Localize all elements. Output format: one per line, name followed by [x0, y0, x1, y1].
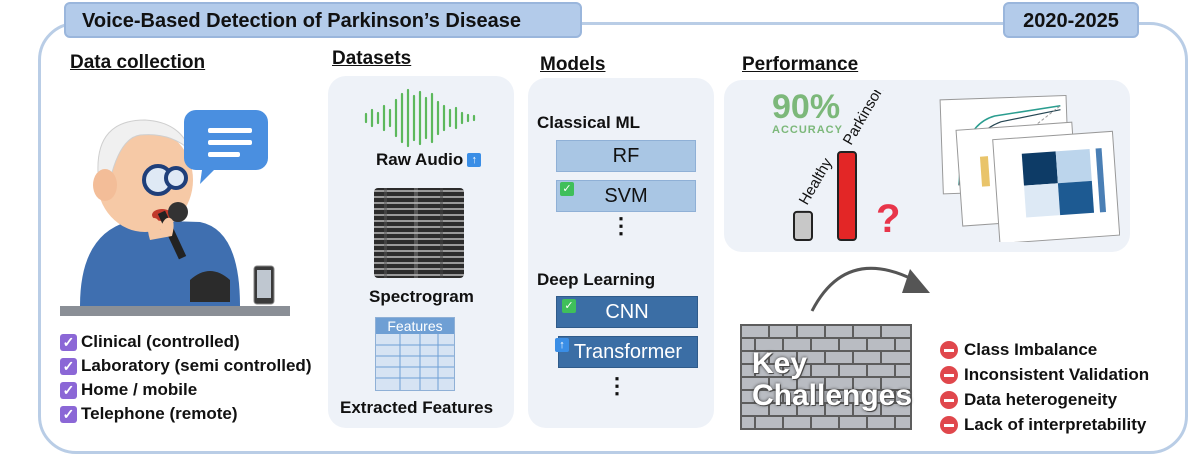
waveform-icon — [364, 88, 476, 148]
minus-circle-icon — [940, 341, 958, 359]
raw-audio-label: Raw Audio↑ — [376, 150, 482, 170]
checkbox-checked-icon: ✓ — [60, 405, 77, 423]
setting-clinical: ✓Clinical (controlled) — [60, 332, 311, 352]
setting-laboratory: ✓Laboratory (semi controlled) — [60, 356, 311, 376]
checkbox-checked-icon: ✓ — [60, 333, 77, 351]
setting-telephone: ✓Telephone (remote) — [60, 404, 311, 424]
ear-icon — [93, 169, 117, 201]
check-icon: ✓ — [562, 299, 576, 313]
checkbox-checked-icon: ✓ — [60, 357, 77, 375]
checkbox-checked-icon: ✓ — [60, 381, 77, 399]
accuracy-value: 90% — [772, 88, 841, 126]
outer-frame — [38, 22, 1188, 454]
speech-bubble-icon — [184, 110, 268, 184]
telephone-icon — [190, 271, 230, 302]
key-challenges-label: Key Challenges — [752, 347, 913, 412]
bar-parkinson — [837, 151, 857, 241]
glasses-right-icon — [164, 166, 188, 190]
upload-arrow-icon: ↑ — [555, 338, 569, 352]
minus-circle-icon — [940, 416, 958, 434]
setting-home-mobile: ✓Home / mobile — [60, 380, 311, 400]
spectrogram-image — [374, 188, 464, 278]
models-heading: Models — [540, 54, 606, 75]
bar-healthy — [793, 210, 813, 241]
hand-icon — [147, 217, 174, 240]
challenge-interpretability: Lack of interpretability — [940, 415, 1149, 435]
question-mark-icon: ? — [876, 197, 900, 241]
microphone-icon — [168, 202, 188, 222]
challenge-data-heterogeneity: Data heterogeneity — [940, 390, 1149, 410]
curved-arrow-icon — [810, 266, 930, 312]
deep-learning-label: Deep Learning — [537, 270, 656, 289]
challenge-inconsistent-validation: Inconsistent Validation — [940, 365, 1149, 385]
accuracy-label: ACCURACY — [772, 124, 843, 136]
performance-heading: Performance — [742, 54, 859, 75]
collection-settings-list: ✓Clinical (controlled) ✓Laboratory (semi… — [60, 332, 311, 424]
year-range-badge: 2020-2025 — [1003, 2, 1139, 38]
brick-wall-icon — [740, 324, 912, 430]
more-deep-ellipsis: ⋮ — [606, 373, 628, 398]
minus-circle-icon — [940, 391, 958, 409]
data-collection-heading: Data collection — [70, 52, 206, 73]
bar-label-healthy: Healthy — [796, 155, 836, 208]
desk-icon — [60, 306, 290, 316]
model-rf: RF — [556, 140, 696, 172]
page-title: Voice-Based Detection of Parkinson’s Dis… — [64, 2, 582, 38]
spectrogram-label: Spectrogram — [369, 287, 474, 306]
models-panel — [528, 78, 714, 428]
model-transformer: Transformer — [558, 336, 698, 368]
upload-arrow-icon: ↑ — [467, 153, 482, 167]
more-classical-ellipsis: ⋮ — [610, 213, 632, 238]
challenge-class-imbalance: Class Imbalance — [940, 340, 1149, 360]
check-icon: ✓ — [560, 182, 574, 196]
classical-ml-label: Classical ML — [537, 113, 640, 132]
bar-label-parkinson: Parkinson — [840, 90, 888, 148]
datasets-heading: Datasets — [332, 48, 412, 69]
evaluation-plots-icon — [939, 95, 1120, 242]
model-svm: SVM — [556, 180, 696, 212]
features-table-icon: Features — [375, 317, 455, 391]
model-cnn: CNN — [556, 296, 698, 328]
speaker-illustration — [60, 110, 290, 316]
minus-circle-icon — [940, 366, 958, 384]
challenges-list: Class Imbalance Inconsistent Validation … — [940, 340, 1149, 435]
extracted-features-label: Extracted Features — [340, 398, 494, 417]
